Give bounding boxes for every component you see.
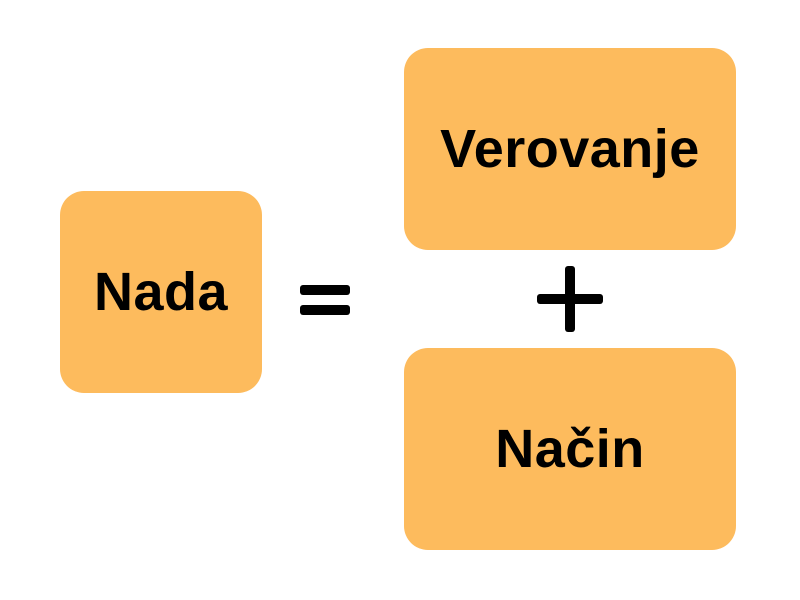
- verovanje-box: Verovanje: [404, 48, 736, 250]
- nada-box: Nada: [60, 191, 262, 393]
- equals-sign: [300, 285, 350, 315]
- equals-top-bar: [300, 285, 350, 295]
- equals-bottom-bar: [300, 305, 350, 315]
- nacin-box: Način: [404, 348, 736, 550]
- nacin-label: Način: [495, 419, 645, 479]
- verovanje-label: Verovanje: [440, 119, 700, 179]
- nada-label: Nada: [93, 262, 229, 322]
- plus-sign: [537, 266, 603, 332]
- plus-vertical-bar: [565, 266, 575, 332]
